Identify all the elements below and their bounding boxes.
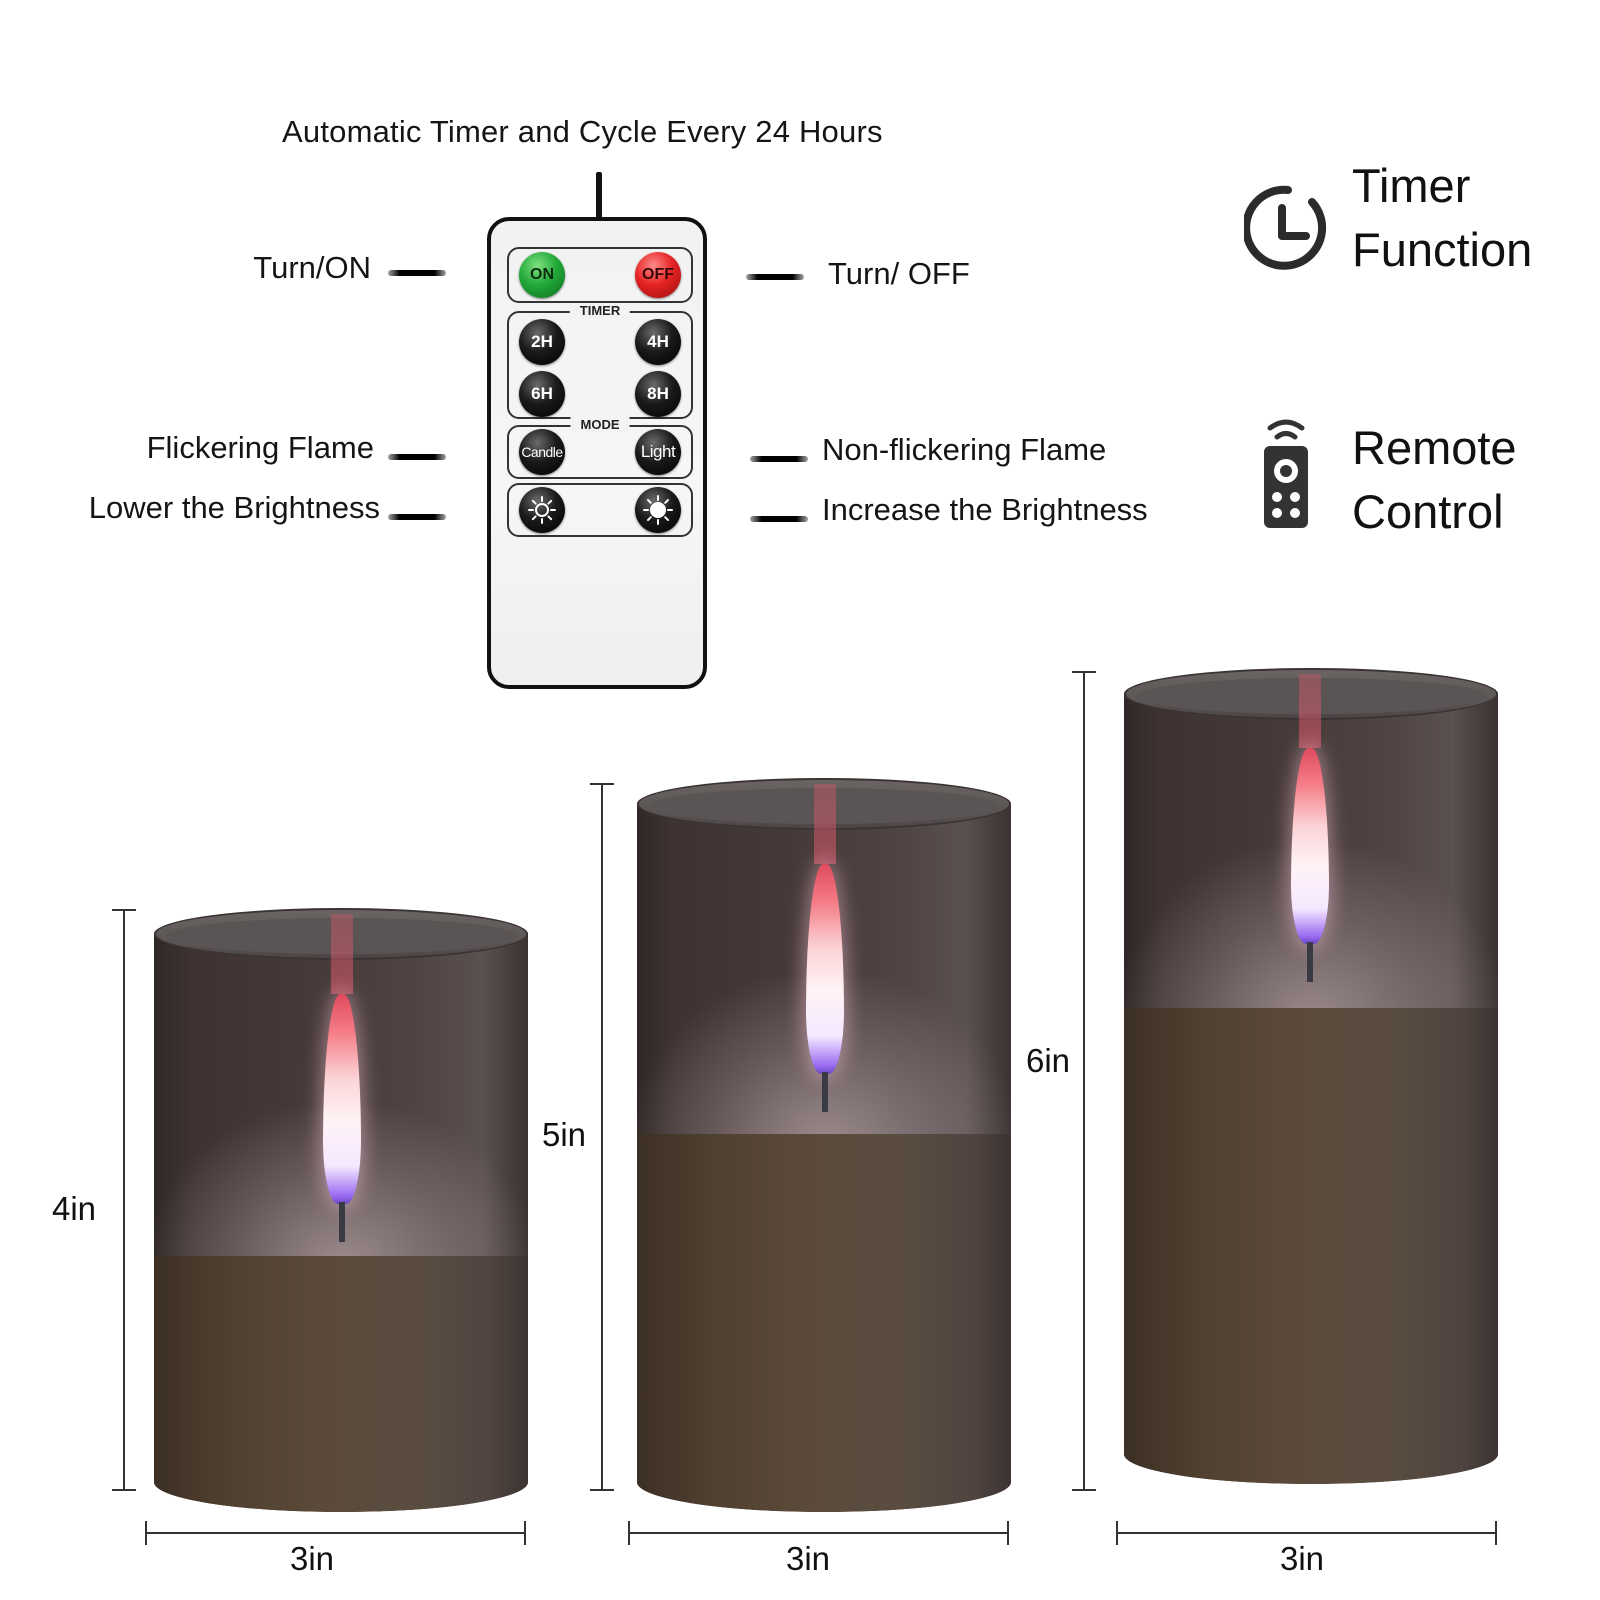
height-label-5in: 5in (542, 1116, 587, 1153)
flame-icon (323, 994, 361, 1204)
height-dimension-line-5in (601, 784, 603, 1490)
feature-timer-line1: Timer (1352, 159, 1471, 212)
leader-line-lower-brightness (388, 514, 446, 520)
brightness-button-group (507, 483, 693, 537)
feature-timer-function (1242, 184, 1332, 277)
dimension-cap (1007, 1521, 1009, 1545)
sun-filled-icon (643, 495, 673, 525)
height-dimension-line-4in (123, 910, 125, 1490)
mode-group-label: MODE (570, 417, 630, 432)
clock-icon (1242, 185, 1327, 270)
width-label-candle-2: 3in (786, 1540, 831, 1577)
dimension-cap (1072, 1489, 1096, 1491)
power-button-group: ON OFF (507, 247, 693, 303)
candle-wax (1124, 1008, 1498, 1484)
leader-line-increase-brightness (750, 516, 808, 522)
remote-control: ON OFF TIMER 2H 4H 6H 8H MODE Candle Lig… (487, 217, 707, 689)
callout-lower-brightness: Lower the Brightness (88, 490, 380, 525)
timer-2h-button[interactable]: 2H (519, 319, 565, 365)
flame-reflection (331, 914, 353, 994)
callout-turn-off: Turn/ OFF (828, 256, 970, 291)
dimension-cap (1116, 1521, 1118, 1545)
timer-group-label: TIMER (569, 303, 631, 318)
candle-mode-button[interactable]: Candle (519, 429, 565, 475)
leader-line-non-flickering (750, 456, 808, 462)
dimension-cap (524, 1521, 526, 1545)
callout-non-flickering-flame: Non-flickering Flame (822, 432, 1107, 467)
dimension-cap (590, 783, 614, 785)
dimension-cap (1072, 671, 1096, 673)
candle-6in (1124, 668, 1498, 1484)
feature-timer-line2: Function (1352, 223, 1533, 276)
feature-remote-title: Remote Control (1352, 416, 1517, 544)
width-label-candle-1: 3in (290, 1540, 335, 1577)
flame-icon (806, 864, 844, 1074)
dimension-cap (112, 1489, 136, 1491)
light-mode-button[interactable]: Light (635, 429, 681, 475)
dimension-cap (590, 1489, 614, 1491)
wick (339, 1202, 345, 1242)
flame-icon (1291, 748, 1329, 944)
leader-line-turn-off (746, 274, 804, 280)
wick (822, 1072, 828, 1112)
height-label-4in: 4in (52, 1190, 97, 1227)
mode-button-group: MODE Candle Light (507, 417, 693, 479)
candle-wax (154, 1256, 528, 1512)
timer-button-group: TIMER 2H 4H 6H 8H (507, 303, 693, 419)
width-dimension-line-3 (1117, 1532, 1497, 1534)
timer-8h-button[interactable]: 8H (635, 371, 681, 417)
timer-4h-button[interactable]: 4H (635, 319, 681, 365)
feature-timer-title: Timer Function (1352, 154, 1532, 282)
feature-remote-line1: Remote (1352, 421, 1517, 474)
dimension-cap (1495, 1521, 1497, 1545)
brightness-down-button[interactable] (519, 487, 565, 533)
headline-timer-cycle: Automatic Timer and Cycle Every 24 Hours (282, 114, 883, 149)
width-label-candle-3: 3in (1280, 1540, 1325, 1577)
leader-line-turn-on (388, 270, 446, 276)
on-button[interactable]: ON (519, 252, 565, 298)
flame-reflection (814, 784, 836, 864)
candle-wax (637, 1134, 1011, 1512)
dimension-cap (112, 909, 136, 911)
feature-remote-control (1260, 414, 1312, 535)
timer-6h-button[interactable]: 6H (519, 371, 565, 417)
candle-5in (637, 778, 1011, 1512)
feature-remote-line2: Control (1352, 485, 1504, 538)
height-dimension-line-6in (1083, 672, 1085, 1490)
off-button[interactable]: OFF (635, 252, 681, 298)
remote-control-icon (1264, 419, 1308, 528)
candle-4in (154, 908, 528, 1512)
callout-flickering-flame: Flickering Flame (146, 430, 374, 465)
flame-reflection (1299, 674, 1321, 748)
dimension-cap (145, 1521, 147, 1545)
callout-increase-brightness: Increase the Brightness (822, 492, 1148, 527)
dimension-cap (628, 1521, 630, 1545)
width-dimension-line-2 (629, 1532, 1009, 1534)
callout-turn-on: Turn/ON (253, 250, 371, 285)
sun-outline-icon (528, 496, 556, 524)
width-dimension-line-1 (146, 1532, 526, 1534)
leader-line-flickering (388, 454, 446, 460)
height-label-6in: 6in (1026, 1042, 1071, 1079)
wick (1307, 942, 1313, 982)
brightness-up-button[interactable] (635, 487, 681, 533)
